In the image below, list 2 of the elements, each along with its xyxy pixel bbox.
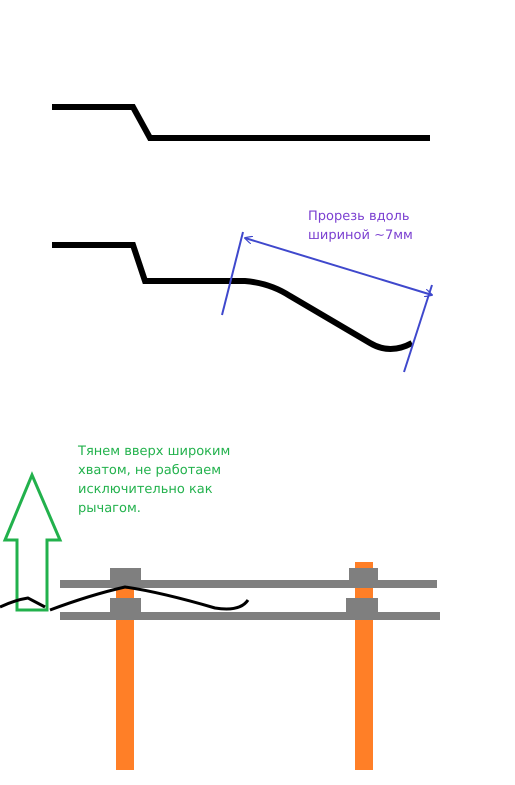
note-text: Тянем вверх широким хватом, не работаем исключительно как рычагом. [78, 443, 232, 518]
note-text: Прорезь вдоль шириной ~7мм [308, 208, 414, 245]
